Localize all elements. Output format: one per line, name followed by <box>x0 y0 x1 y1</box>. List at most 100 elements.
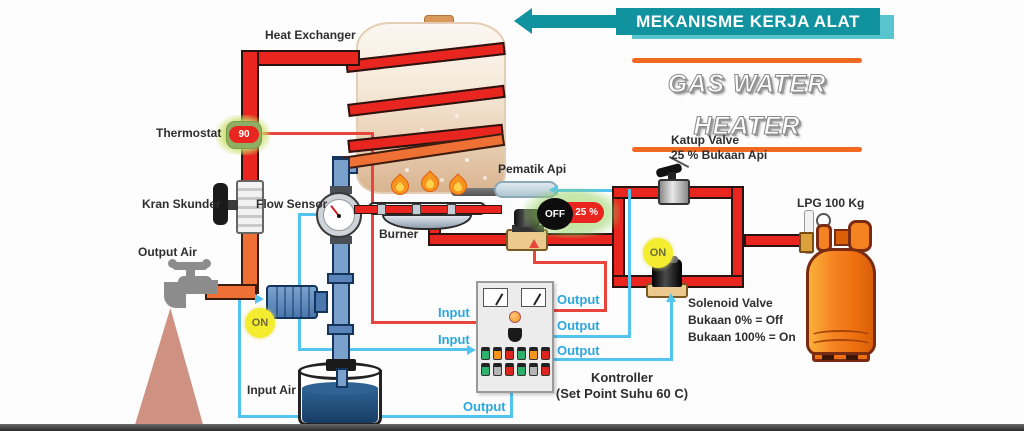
label-solenoid-3: Bukaan 100% = On <box>688 330 796 344</box>
signal-flow-h <box>298 348 468 351</box>
indicator-light <box>505 347 514 360</box>
controller-buzzer <box>508 328 522 342</box>
indicator-light <box>481 363 490 376</box>
pump-flange-bottom <box>327 324 354 335</box>
signal-pump-v1 <box>510 391 513 418</box>
flow-sensor-hub <box>337 214 341 218</box>
faucet-body <box>178 276 212 294</box>
signal-thermostat-in <box>371 321 476 324</box>
io-output-solenoid: Output <box>557 343 600 358</box>
lpg-valve-block <box>834 229 850 246</box>
indicator-light <box>505 363 514 376</box>
label-solenoid-1: Solenoid Valve <box>688 296 773 310</box>
faucet-handle-knob-right <box>202 259 211 268</box>
subtitle-block: GAS WATER HEATER <box>628 58 866 152</box>
indicator-light <box>541 347 550 360</box>
signal-gasvalve-h1 <box>554 309 607 312</box>
off-value: 25 % <box>575 207 598 218</box>
bottom-strip <box>0 424 1024 431</box>
label-katup-valve-2: 25 % Bukaan Api <box>671 148 768 162</box>
flow-sensor-collar-bottom <box>330 236 352 244</box>
label-heat-exchanger: Heat Exchanger <box>265 28 356 42</box>
arrow-gasvalve-icon <box>529 239 539 248</box>
label-solenoid-2: Bukaan 0% = Off <box>688 313 784 327</box>
pump-flange-top <box>327 273 354 284</box>
pump-coupling <box>314 291 328 313</box>
io-output-pematik: Output <box>557 318 600 333</box>
katup-valve-body <box>658 179 690 205</box>
io-input-flow: Input <box>438 332 470 347</box>
signal-solenoid-h <box>554 358 673 361</box>
lpg-seam-2 <box>810 339 872 351</box>
lpg-foot-slot-1 <box>822 355 834 360</box>
arrow-flow-input-icon <box>467 345 476 355</box>
label-input-air: Input Air <box>247 383 296 397</box>
indicator-light <box>481 347 490 360</box>
kran-skunder-handle <box>213 183 228 225</box>
signal-pematik-v <box>628 189 631 338</box>
io-output-pump: Output <box>463 399 506 414</box>
signal-pematik-h1 <box>554 335 631 338</box>
indicator-light <box>541 363 550 376</box>
banner-arrow-shaft <box>532 15 620 28</box>
selector-knob <box>529 363 538 376</box>
selector-knob <box>493 363 502 376</box>
gas-pipe-lpg <box>744 234 802 247</box>
lpg-foot <box>812 352 870 362</box>
banner-subtitle: GAS WATER HEATER <box>667 70 827 141</box>
off-badge: OFF <box>537 198 573 230</box>
controller-meter-2 <box>521 288 546 307</box>
lpg-foot-slot-2 <box>846 355 858 360</box>
label-output-air: Output Air <box>138 245 197 259</box>
signal-gasvalve-h2 <box>535 261 607 264</box>
signal-gasvalve-v1 <box>604 261 607 312</box>
signal-pump-v2 <box>238 297 241 418</box>
faucet-connector <box>206 280 218 294</box>
burner-divider-1 <box>377 204 386 215</box>
indicator-light <box>517 363 526 376</box>
label-kran-skunder: Kran Skunder <box>142 197 221 211</box>
io-input-thermostat: Input <box>438 305 470 320</box>
pump-motor-fins <box>270 287 314 317</box>
pump-motor <box>266 285 318 319</box>
faucet-spout <box>164 282 186 308</box>
signal-thermostat-h <box>259 132 374 135</box>
controller-meter-1 <box>483 288 508 307</box>
label-burner: Burner <box>379 227 419 241</box>
indicator-light <box>493 347 502 360</box>
label-pematik-api: Pematik Api <box>498 162 567 176</box>
katup-valve-stem <box>668 172 676 181</box>
suction-pipe <box>336 368 348 388</box>
water-spray <box>134 308 204 428</box>
controller-pilot-lamp <box>509 311 521 323</box>
burner-divider-2 <box>412 204 421 215</box>
label-kontroller-1: Kontroller <box>590 370 654 385</box>
faucet-handle-bar <box>172 262 208 270</box>
io-output-gas: Output <box>557 292 600 307</box>
signal-thermostat-v <box>371 132 374 324</box>
label-katup-valve-1: Katup Valve <box>671 133 740 147</box>
igniter-rod <box>451 188 499 196</box>
lpg-seam-1 <box>810 330 872 342</box>
faucet-stem <box>186 268 195 280</box>
on-badge-pump: ON <box>245 308 275 338</box>
arrow-solenoid-icon <box>666 293 676 302</box>
label-thermostat: Thermostat <box>156 126 222 140</box>
burner-gas-bar <box>354 205 502 214</box>
lpg-fitting <box>799 232 814 253</box>
flow-sensor-face <box>323 199 355 231</box>
faucet-handle-knob-left <box>168 259 177 268</box>
signal-flow-v <box>298 213 301 351</box>
signal-solenoid-v <box>670 301 673 361</box>
bucket-water-surface <box>302 382 378 395</box>
suction-coupling <box>326 359 356 371</box>
label-lpg: LPG 100 Kg <box>797 196 865 210</box>
label-kontroller-2: (Set Point Suhu 60 C) <box>555 386 689 401</box>
banner-title: MEKANISME KERJA ALAT <box>616 8 880 35</box>
kran-skunder-stem <box>226 200 238 210</box>
subtitle-rule-bottom <box>632 147 862 152</box>
on-badge-gas: ON <box>643 238 673 268</box>
indicator-light <box>517 347 526 360</box>
pipe-hot-top <box>242 50 360 66</box>
